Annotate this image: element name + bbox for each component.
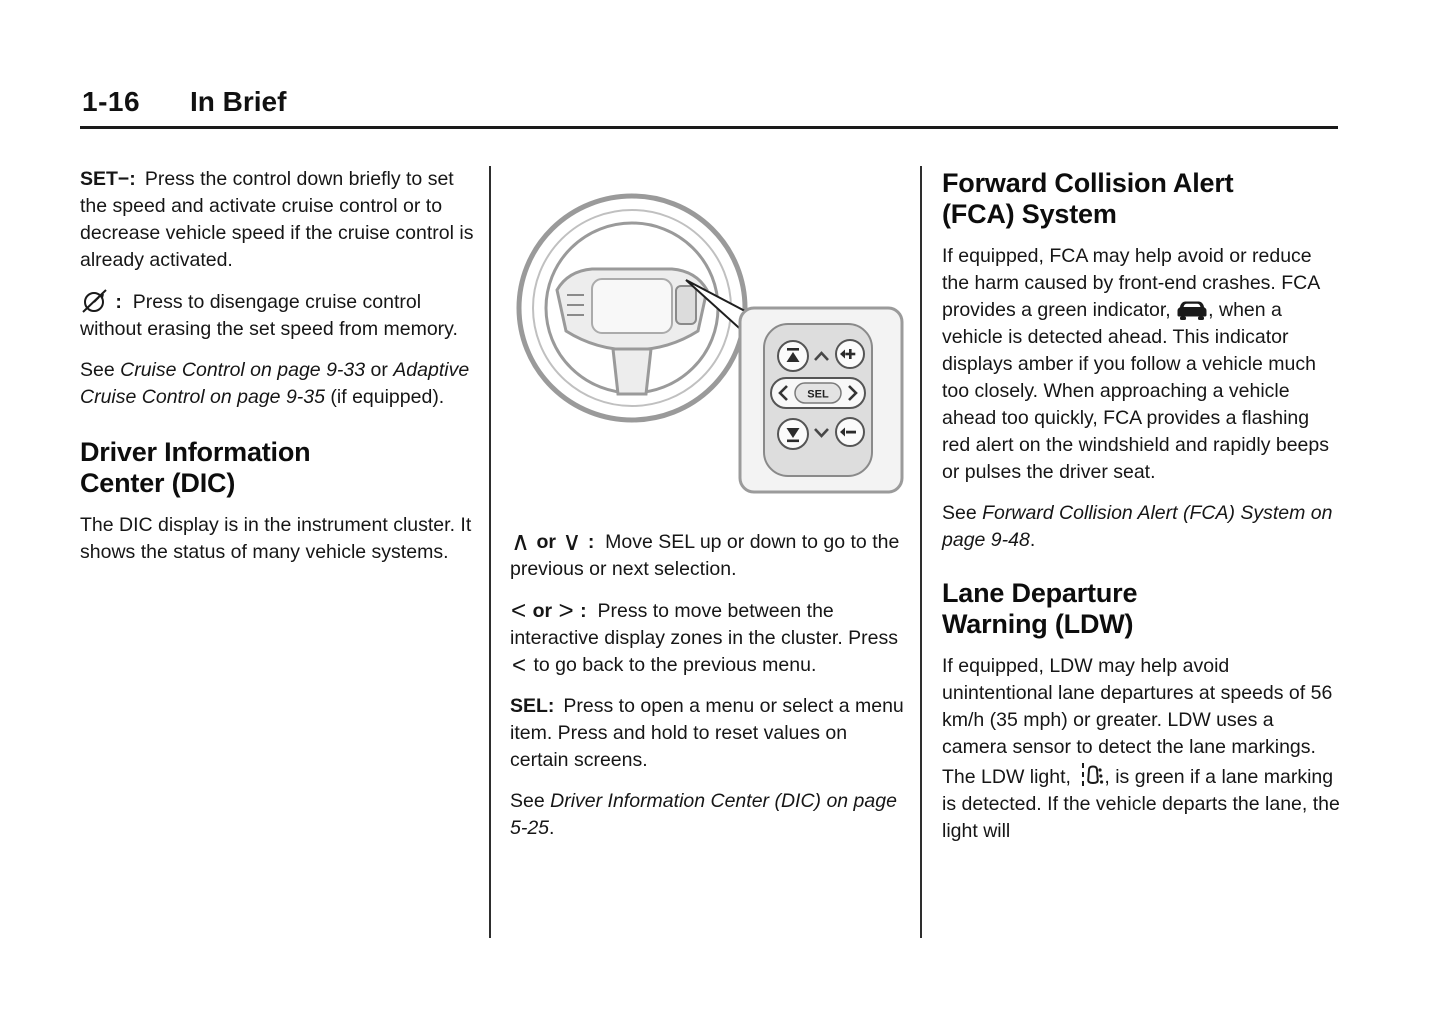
- adaptive-cruise-ref: Adaptive Cruise Control on page 9-35: [80, 359, 470, 408]
- caret-down-icon: [814, 428, 829, 438]
- updown-text: Move SEL up or down to go to the previou…: [510, 531, 900, 580]
- leftright-text-b: to go back to the previous menu.: [533, 654, 817, 676]
- paragraph-cruise-cancel: : Press to disengage cruise control with…: [80, 288, 476, 343]
- fca-text-a: If equipped, FCA may help avoid or reduc…: [942, 245, 1320, 321]
- leftright-colon: :: [580, 600, 587, 622]
- steering-wheel-figure: SEL: [516, 193, 904, 494]
- see-conj: or: [370, 359, 388, 381]
- paragraph-dic: The DIC display is in the instrument clu…: [80, 514, 472, 563]
- down-glyph: ∨: [562, 526, 582, 556]
- paragraph-ldw: If equipped, LDW may help avoid unintent…: [942, 653, 1342, 845]
- caret-up-icon: [814, 351, 829, 361]
- see-suffix: .: [549, 817, 555, 839]
- paragraph-updown: ∧ or ∨ : Move SEL up or down to go to th…: [510, 528, 908, 583]
- ldw-text-b: , is green if a lane marking is detected…: [942, 766, 1340, 842]
- column-right: Forward Collision Alert (FCA) System If …: [942, 166, 1342, 859]
- left-arrow-icon: [778, 385, 788, 401]
- sel-text: Press to open a menu or select a menu it…: [510, 695, 904, 771]
- fca-text-b: , when a vehicle is detected ahead. This…: [942, 299, 1330, 483]
- fca-heading: Forward Collision Alert (FCA) System: [942, 168, 1234, 229]
- paragraph-sel: SEL:Press to open a menu or select a men…: [510, 693, 908, 774]
- column-left: SET−:Press the control down briefly to s…: [80, 166, 476, 580]
- column-middle: SEL ∧ or ∨ : Move SEL up or down to go t…: [510, 166, 908, 856]
- paragraph-see-cruise: See Cruise Control on page 9-33 or Adapt…: [80, 357, 476, 411]
- left-glyph: <: [511, 595, 527, 625]
- left-glyph-inline: <: [512, 652, 527, 679]
- leftright-text-a: Press to move between the interactive di…: [510, 600, 899, 649]
- set-label: SET−:: [80, 168, 136, 190]
- sel-label: SEL:: [510, 695, 555, 717]
- volume-down-button: [835, 417, 865, 447]
- paragraph-set: SET−:Press the control down briefly to s…: [80, 166, 476, 274]
- section-title: In Brief: [190, 86, 287, 117]
- lane-departure-indicator-icon: [1082, 763, 1104, 787]
- updown-colon: :: [587, 531, 595, 553]
- set-text: Press the control down briefly to set th…: [80, 168, 474, 271]
- updown-conj: or: [536, 531, 556, 553]
- vehicle-ahead-indicator-icon: [1177, 301, 1207, 320]
- cruise-control-ref: Cruise Control on page 9-33: [120, 359, 366, 381]
- see-prefix: See: [80, 359, 115, 381]
- fca-ref: Forward Collision Alert (FCA) System on …: [942, 502, 1333, 551]
- page-number: 1-16: [82, 86, 141, 117]
- volume-up-button: [835, 339, 865, 369]
- column-divider-2: [920, 166, 922, 938]
- up-glyph: ∧: [511, 526, 531, 556]
- dic-control-pad: [675, 285, 697, 325]
- left-spoke-buttons: [567, 294, 584, 316]
- sel-button-label: SEL: [807, 389, 829, 401]
- cruise-cancel-icon: [82, 289, 107, 313]
- sel-button: SEL: [770, 377, 866, 409]
- header-rule: [80, 126, 1338, 129]
- see-prefix: See: [510, 790, 545, 812]
- see-suffix: .: [1029, 529, 1036, 551]
- seek-down-button: [777, 418, 809, 450]
- paragraph-fca: If equipped, FCA may help avoid or reduc…: [942, 243, 1342, 486]
- cruise-cancel-colon: :: [115, 291, 122, 313]
- seek-up-button: [777, 340, 809, 372]
- column-divider-1: [489, 166, 491, 938]
- paragraph-see-fca: See Forward Collision Alert (FCA) System…: [942, 500, 1342, 554]
- ldw-text-a: If equipped, LDW may help avoid unintent…: [942, 655, 1333, 788]
- ldw-heading: Lane Departure Warning (LDW): [942, 578, 1138, 639]
- leftright-conj: or: [532, 600, 553, 622]
- see-suffix: (if equipped).: [330, 386, 445, 408]
- right-glyph: >: [558, 595, 574, 625]
- dic-heading: Driver Information Center (DIC): [80, 437, 311, 498]
- paragraph-see-dic: See Driver Information Center (DIC) on p…: [510, 788, 908, 842]
- dic-ref: Driver Information Center (DIC) on page …: [510, 790, 897, 839]
- see-prefix: See: [942, 502, 977, 524]
- paragraph-leftright: < or > : Press to move between the inter…: [510, 597, 908, 679]
- cruise-cancel-text: Press to disengage cruise control withou…: [80, 291, 458, 340]
- right-arrow-icon: [848, 385, 858, 401]
